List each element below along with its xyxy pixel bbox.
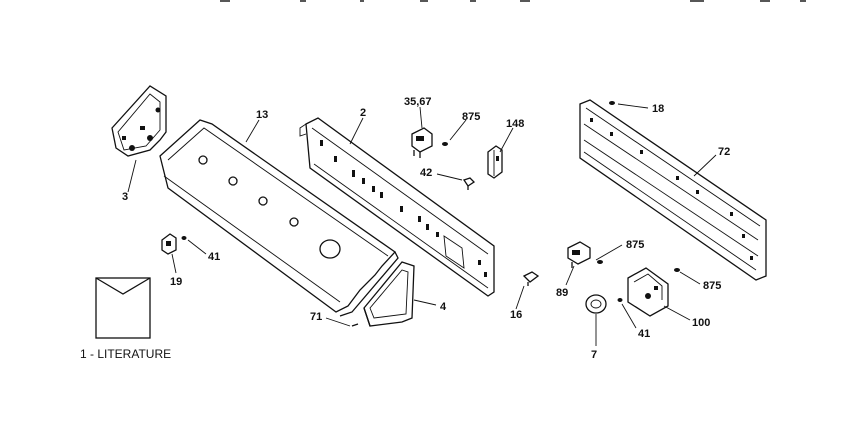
literature-envelope xyxy=(95,277,151,339)
part-100-bracket xyxy=(627,267,669,317)
callout-148: 148 xyxy=(506,118,524,130)
screw-18 xyxy=(609,101,615,105)
callout-7: 7 xyxy=(591,349,597,361)
leader-lines xyxy=(127,103,717,346)
part-148-bracket xyxy=(487,145,503,179)
callout-19: 19 xyxy=(170,276,182,288)
part-19-bracket xyxy=(161,233,177,255)
screw-875-top xyxy=(442,142,448,146)
part-42-clip xyxy=(462,177,476,190)
screw-41-left xyxy=(181,236,187,240)
callout-42: 42 xyxy=(420,167,432,179)
part-72-rear-panel xyxy=(579,99,767,281)
callout-13: 13 xyxy=(256,109,268,121)
screw-875-mid xyxy=(597,260,603,264)
part-2-panel-bracket xyxy=(299,117,495,297)
cropped-header-marks xyxy=(220,0,806,2)
part-16-plug xyxy=(522,271,540,286)
part-7-knob xyxy=(585,294,607,314)
part-3-end-cap xyxy=(111,85,167,157)
callout-41-right: 41 xyxy=(638,328,650,340)
callout-100: 100 xyxy=(692,317,710,329)
part-4-end-cap xyxy=(363,261,415,327)
screw-41-right xyxy=(617,298,623,302)
callout-41-left: 41 xyxy=(208,251,220,263)
callout-35-67: 35,67 xyxy=(404,96,432,108)
callout-875-right: 875 xyxy=(703,280,721,292)
part-13-console xyxy=(159,119,399,317)
callout-3: 3 xyxy=(122,191,128,203)
callout-71: 71 xyxy=(310,311,322,323)
callout-89: 89 xyxy=(556,287,568,299)
literature-label: 1 - LITERATURE xyxy=(80,347,171,361)
callout-4: 4 xyxy=(440,301,447,313)
callout-18: 18 xyxy=(652,103,664,115)
callout-16: 16 xyxy=(510,309,522,321)
callout-2: 2 xyxy=(360,107,366,119)
part-35-67-switch xyxy=(411,127,433,158)
screw-875-right xyxy=(674,268,680,272)
screw-71 xyxy=(351,323,359,327)
callout-875-mid: 875 xyxy=(626,239,644,251)
part-89-switch xyxy=(567,241,591,268)
callout-875-top: 875 xyxy=(462,111,480,123)
callouts: 13 2 35,67 875 148 18 72 3 42 19 41 875 … xyxy=(122,96,730,361)
callout-72: 72 xyxy=(718,146,730,158)
